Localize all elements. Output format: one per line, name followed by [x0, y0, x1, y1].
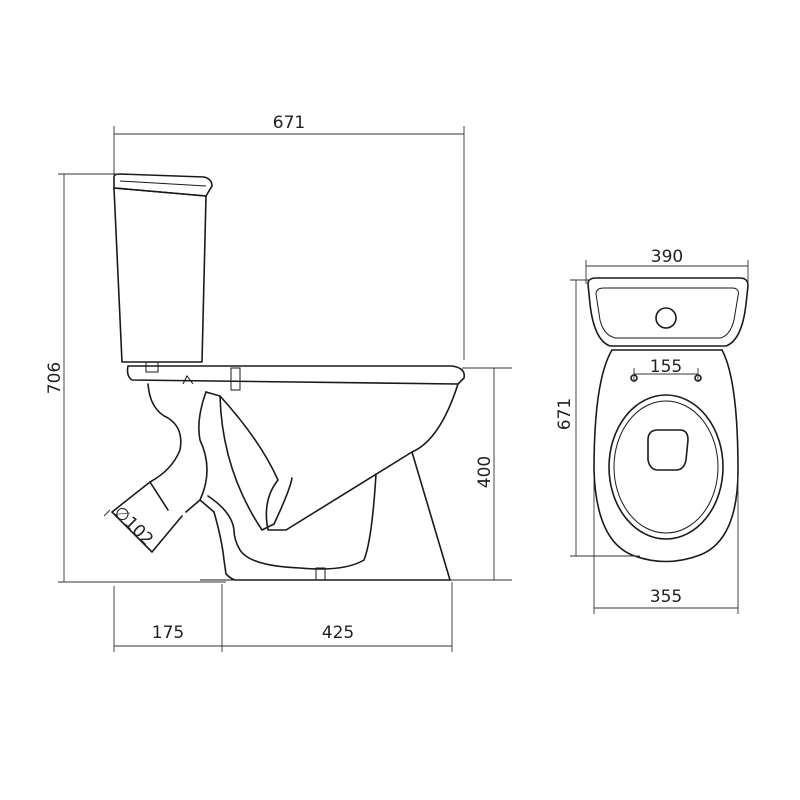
top-dimensions: 390 671 155 355: [555, 247, 749, 614]
dim-floor-length: 425: [322, 623, 354, 643]
dim-bolt-spacing: 155: [650, 357, 682, 377]
top-view: [587, 277, 749, 563]
bowl-body: [111, 383, 459, 581]
dim-side-height: 706: [45, 362, 65, 394]
cistern: [113, 173, 213, 363]
dim-bowl-width: 355: [650, 587, 682, 607]
dim-top-length: 671: [555, 398, 575, 430]
dim-bowl-height: 400: [475, 456, 495, 488]
bowl-top: [593, 349, 739, 563]
flush-button-icon: [655, 307, 677, 329]
dim-top-width: 390: [651, 247, 683, 267]
side-view: [111, 173, 466, 581]
bowl-rim: [126, 361, 466, 391]
dim-outlet-offset: 175: [152, 623, 184, 643]
drain-icon: [647, 429, 689, 471]
dim-outlet-diameter: ∅102: [110, 502, 158, 550]
dim-side-width: 671: [273, 113, 305, 133]
cistern-top: [587, 277, 749, 347]
